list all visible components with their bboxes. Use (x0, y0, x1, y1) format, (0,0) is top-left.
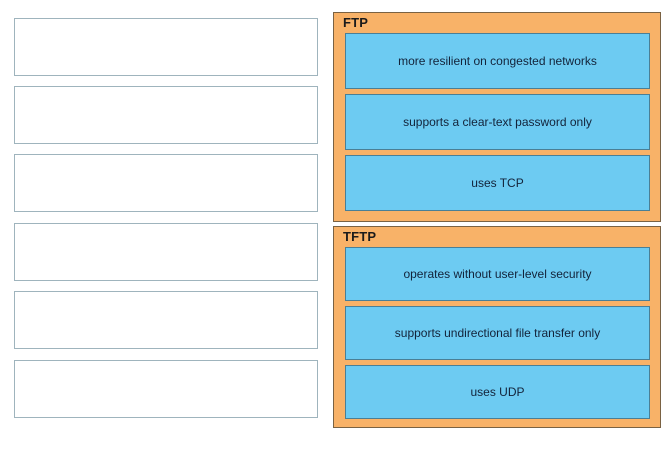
draggable-item[interactable]: uses TCP (345, 155, 650, 211)
drop-zone-5[interactable] (14, 291, 318, 349)
group-ftp: FTP more resilient on congested networks… (333, 12, 661, 222)
group-tftp-title: TFTP (343, 229, 377, 244)
draggable-item[interactable]: uses UDP (345, 365, 650, 419)
group-ftp-items: more resilient on congested networks sup… (345, 33, 650, 211)
group-ftp-title: FTP (343, 15, 369, 30)
drop-zone-2[interactable] (14, 86, 318, 144)
group-tftp: TFTP operates without user-level securit… (333, 226, 661, 428)
group-tftp-items: operates without user-level security sup… (345, 247, 650, 419)
draggable-item[interactable]: supports a clear-text password only (345, 94, 650, 150)
draggable-item[interactable]: more resilient on congested networks (345, 33, 650, 89)
drop-zone-column (14, 18, 320, 422)
drop-zone-3[interactable] (14, 154, 318, 212)
drop-zone-6[interactable] (14, 360, 318, 418)
drop-zone-4[interactable] (14, 223, 318, 281)
draggable-item[interactable]: operates without user-level security (345, 247, 650, 301)
draggable-item[interactable]: supports undirectional file transfer onl… (345, 306, 650, 360)
drop-zone-1[interactable] (14, 18, 318, 76)
